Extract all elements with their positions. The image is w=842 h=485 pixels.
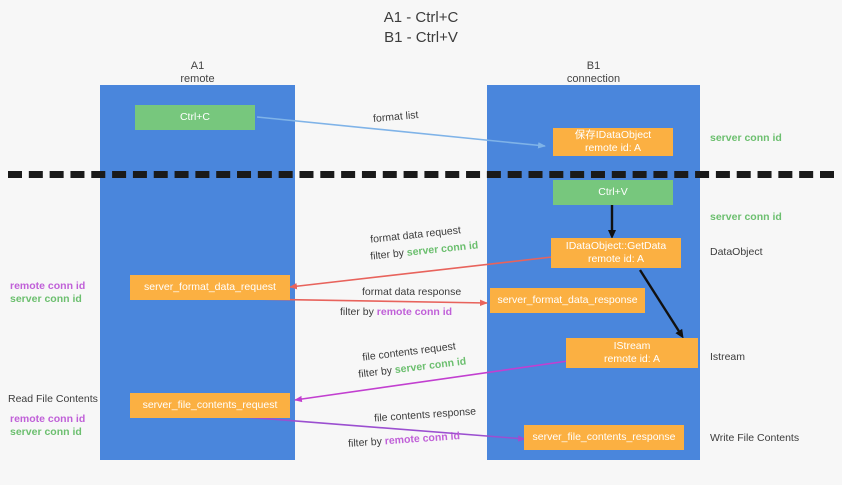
lane-header-a1: A1 remote	[100, 60, 295, 86]
filter-prefix-4: filter by	[347, 435, 386, 450]
left-label-remote-conn-id-upper: remote conn id	[10, 280, 86, 292]
filter-prefix-3: filter by	[357, 364, 396, 381]
box-server-format-data-request[interactable]: server_format_data_request	[130, 275, 290, 300]
edge-label-file-contents-response: file contents response	[373, 405, 477, 425]
lane-a1-name: A1	[190, 60, 205, 72]
left-label-server-conn-id-lower: server conn id	[10, 426, 82, 438]
filter-prefix-2: filter by	[340, 306, 377, 318]
filter-value-remote-conn-id-2: remote conn id	[384, 430, 461, 448]
filter-value-server-conn-id-1: server conn id	[406, 239, 479, 259]
edge-label-file-contents-response-filter: filter by remote conn id	[348, 429, 461, 451]
lane-b1-name: B1	[586, 60, 601, 72]
right-label-server-conn-id-top: server conn id	[710, 132, 782, 144]
right-label-dataobject: DataObject	[710, 246, 763, 258]
right-label-server-conn-id-second: server conn id	[710, 211, 782, 223]
box-istream[interactable]: IStream remote id: A	[566, 338, 698, 368]
left-label-read-file-contents: Read File Contents	[8, 393, 98, 405]
page-title: A1 - Ctrl+C B1 - Ctrl+V	[0, 8, 842, 48]
title-line-2: B1 - Ctrl+V	[384, 29, 458, 46]
phase-divider	[8, 171, 834, 178]
box-ctrl-c[interactable]: Ctrl+C	[135, 105, 255, 130]
lane-header-b1: B1 connection	[487, 60, 700, 86]
filter-prefix-1: filter by	[369, 246, 408, 263]
box-server-file-contents-response[interactable]: server_file_contents_response	[524, 425, 684, 450]
box-save-idataobject[interactable]: 保存IDataObject remote id: A	[553, 128, 673, 156]
edge-label-format-list: format list	[372, 109, 419, 125]
lane-b1-sub: connection	[566, 73, 621, 85]
left-label-remote-conn-id-lower: remote conn id	[10, 413, 86, 425]
edge-label-format-data-response-filter: filter by remote conn id	[340, 305, 452, 319]
right-label-write-file-contents: Write File Contents	[710, 432, 800, 444]
box-idataobject-getdata[interactable]: IDataObject::GetData remote id: A	[551, 238, 681, 268]
filter-value-remote-conn-id-1: remote conn id	[376, 306, 453, 318]
box-server-file-contents-request[interactable]: server_file_contents_request	[130, 393, 290, 418]
lane-a1-sub: remote	[180, 73, 215, 85]
left-label-server-conn-id-upper: server conn id	[10, 293, 82, 305]
right-label-istream: Istream	[710, 351, 746, 363]
title-line-1: A1 - Ctrl+C	[383, 9, 459, 26]
box-ctrl-v[interactable]: Ctrl+V	[553, 180, 673, 205]
edge-label-format-data-response: format data response	[362, 286, 462, 298]
box-server-format-data-response[interactable]: server_format_data_response	[490, 288, 645, 313]
